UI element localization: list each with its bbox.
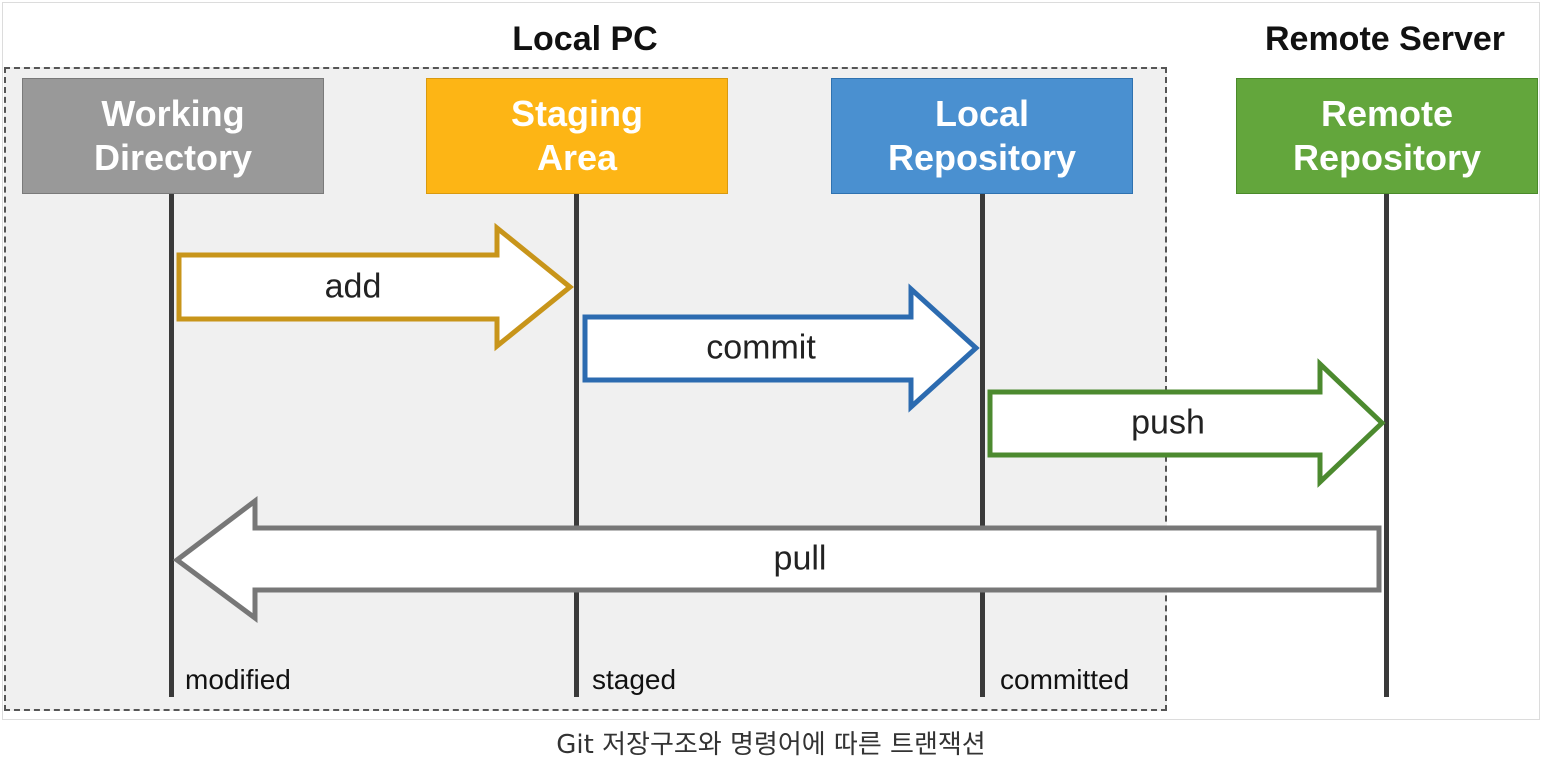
staging-area-box: Staging Area: [426, 78, 728, 194]
pull-arrow: [172, 495, 1382, 623]
staging-area-line1: Staging: [511, 93, 643, 134]
local-repository-lifeline: [980, 194, 985, 697]
pull-label: pull: [773, 539, 827, 578]
local-repository-box: Local Repository: [831, 78, 1133, 194]
remote-repository-line2: Repository: [1292, 137, 1482, 178]
staging-area-lifeline: [574, 194, 579, 697]
working-directory-lifeline: [169, 194, 174, 697]
working-directory-box: Working Directory: [22, 78, 324, 194]
state-staged: staged: [592, 664, 677, 695]
add-label: add: [324, 267, 382, 306]
local-repository-line2: Repository: [887, 137, 1077, 178]
figure-caption: Git 저장구조와 명령어에 따른 트랜잭션: [556, 730, 986, 760]
commit-arrow: [582, 283, 980, 413]
local-repository-line1: Local: [934, 93, 1030, 134]
remote-repository-lifeline: [1384, 194, 1389, 697]
working-directory-line2: Directory: [93, 137, 253, 178]
working-directory-line1: Working: [101, 93, 245, 134]
push-arrow: [987, 358, 1386, 488]
local-pc-title: Local PC: [512, 20, 658, 58]
staging-area-line2: Area: [536, 137, 618, 178]
state-modified: modified: [185, 664, 291, 695]
push-label: push: [1131, 403, 1205, 442]
state-committed: committed: [1000, 664, 1130, 695]
remote-server-title: Remote Server: [1264, 20, 1506, 58]
remote-repository-box: Remote Repository: [1236, 78, 1538, 194]
remote-repository-line1: Remote: [1320, 93, 1454, 134]
commit-label: commit: [706, 328, 816, 367]
diagram-frame: [2, 2, 1540, 720]
add-arrow: [176, 222, 574, 352]
